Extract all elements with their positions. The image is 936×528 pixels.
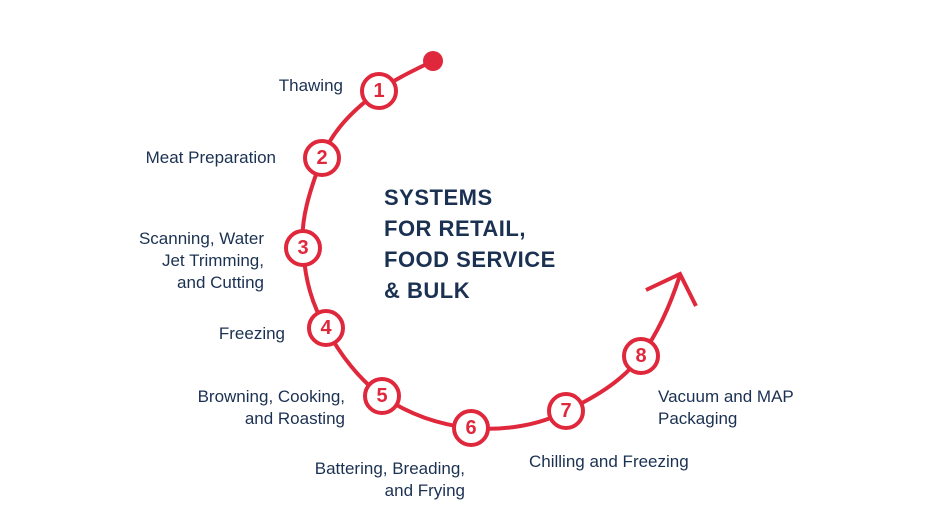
step-label-3: Scanning, Water Jet Trimming, and Cuttin… bbox=[138, 229, 264, 292]
arrow-head-icon bbox=[645, 271, 698, 307]
step-number-4: 4 bbox=[320, 317, 332, 339]
step-circle-4 bbox=[307, 309, 345, 347]
step-label-6: Battering, Breading, and Frying bbox=[314, 459, 465, 500]
step-circle-7 bbox=[547, 392, 585, 430]
step-circle-3 bbox=[284, 229, 322, 267]
step-number-3: 3 bbox=[297, 237, 309, 259]
step-label-2: Meat Preparation bbox=[145, 148, 276, 167]
diagram-title: SYSTEMS FOR RETAIL, FOOD SERVICE & BULK bbox=[384, 185, 556, 303]
start-dot bbox=[423, 51, 443, 71]
step-number-7: 7 bbox=[560, 400, 572, 422]
step-number-2: 2 bbox=[316, 147, 328, 169]
step-label-5: Browning, Cooking, and Roasting bbox=[197, 387, 345, 428]
step-label-1: Thawing bbox=[278, 76, 343, 95]
step-circle-8 bbox=[622, 337, 660, 375]
step-circle-5 bbox=[363, 377, 401, 415]
step-number-1: 1 bbox=[373, 80, 385, 102]
step-label-4: Freezing bbox=[218, 324, 285, 343]
step-circle-1 bbox=[360, 72, 398, 110]
spiral-path bbox=[300, 59, 682, 431]
step-number-6: 6 bbox=[465, 417, 477, 439]
step-number-8: 8 bbox=[635, 345, 647, 367]
step-label-7: Chilling and Freezing bbox=[529, 452, 689, 471]
step-label-8: Vacuum and MAP Packaging bbox=[658, 387, 794, 428]
step-number-5: 5 bbox=[376, 385, 388, 407]
step-circle-2 bbox=[303, 139, 341, 177]
step-circle-6 bbox=[452, 409, 490, 447]
